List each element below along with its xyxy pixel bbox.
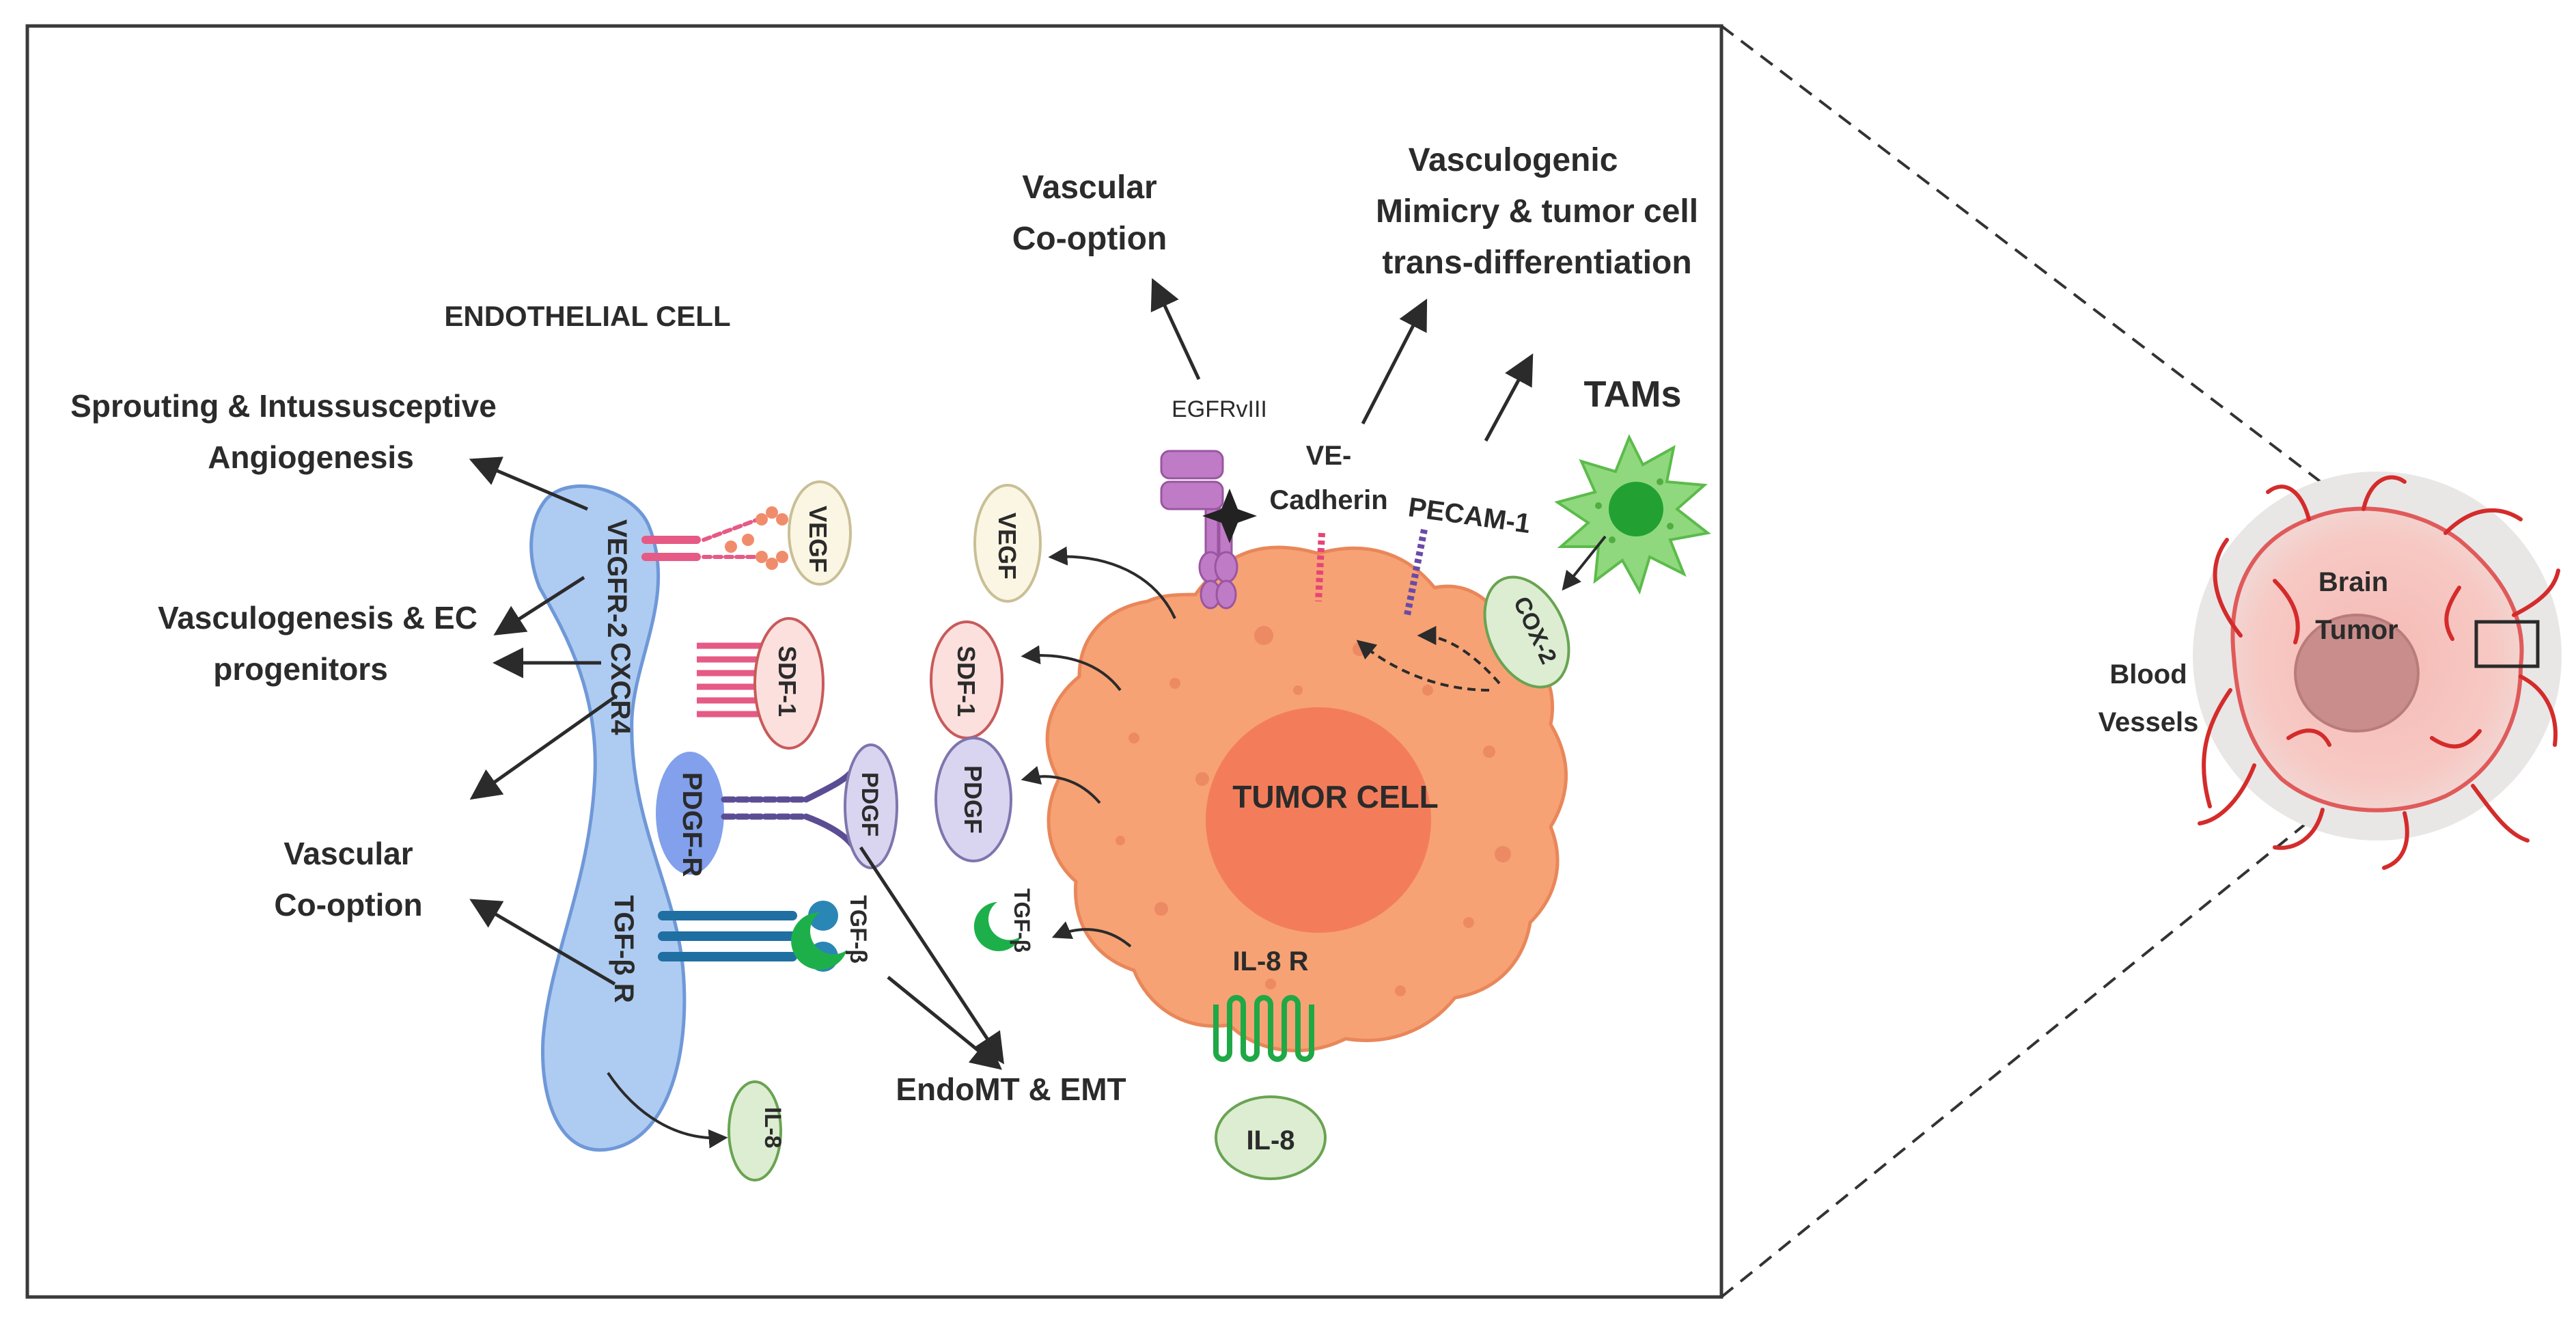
vasculogenesis-text-1: Vasculogenesis & EC: [158, 600, 477, 636]
il8-tc-label: IL-8: [1246, 1125, 1294, 1156]
endomt-text: EndoMT & EMT: [896, 1071, 1126, 1107]
brain-tumor-inset: Brain Tumor Blood Vessels: [2099, 472, 2562, 870]
vegf-ligand-tc: [973, 484, 1042, 603]
sprouting-text-2: Angiogenesis: [208, 439, 414, 475]
cooption-top-text-2: Co-option: [1012, 221, 1167, 257]
tgfb-ligand-ec: [791, 912, 847, 970]
tumor-core: [2294, 614, 2420, 733]
cox2-to-pecam-arrow: [1417, 626, 1501, 685]
tumor-vesicles: [1116, 626, 1511, 996]
sdf1-secretion-arrow: [1021, 645, 1122, 692]
endothelial-cell-label: ENDOTHELIAL CELL: [444, 300, 730, 332]
cooption-left-text-1: Vascular: [283, 836, 413, 871]
vegfr2-label: VEGFR-2: [602, 519, 632, 638]
egfrviii-label: EGFRvIII: [1172, 396, 1267, 422]
vegfr2-receptor: [725, 506, 788, 570]
tgfbr-label: TGF-β R: [609, 895, 639, 1003]
cooption-top-text-1: Vascular: [1022, 169, 1157, 206]
sdf1-ligand-ec: [753, 617, 825, 750]
pdgf-secretion-arrow: [1021, 765, 1101, 804]
pdgfr-label: PDGF-R: [677, 772, 707, 877]
pdgf-ligand-tc: [934, 737, 1012, 862]
cooption-left-text-2: Co-option: [274, 887, 422, 923]
mimicry-text-2: Mimicry & tumor cell: [1376, 193, 1698, 230]
il8-ec-label: IL-8: [760, 1107, 786, 1148]
cooption-left-arrow-2: [469, 899, 616, 986]
tgfb-secretion-arrow: [1051, 921, 1132, 948]
tgfb-ligand-tc: [973, 902, 1021, 951]
il8-secretion-arrow: [607, 1071, 728, 1149]
vegfr2-receptor: [641, 517, 760, 561]
cox2-enzyme: [1483, 575, 1570, 689]
mimicry-text-1: Vasculogenic: [1409, 142, 1618, 178]
ve-cadherin-label-1: VE-: [1306, 441, 1352, 471]
pdgf-ligand-ec: [844, 743, 898, 869]
zoom-line-bottom: [1720, 665, 2502, 1298]
sdf1-tc-label: SDF-1: [952, 646, 980, 717]
zoom-region-box: [2474, 620, 2540, 668]
endothelial-nucleus: [656, 752, 724, 875]
ve-cadherin-label-2: Cadherin: [1269, 485, 1387, 515]
endomt-arrow-1: [859, 846, 1004, 1065]
tams-label: TAMs: [1584, 374, 1682, 415]
il8-ligand-tc: [1215, 1095, 1327, 1180]
pdgf-tc-label: PDGF: [959, 765, 987, 834]
egfrviii-receptor: [1160, 450, 1238, 610]
ve-cadherin-protein: [1315, 532, 1325, 602]
blood-label: Blood: [2109, 659, 2187, 689]
tgfb-ec-label: TGF-β: [845, 895, 871, 964]
vegf-ec-label: VEGF: [804, 506, 832, 573]
tam-nucleus: [1609, 482, 1663, 536]
vessels-label: Vessels: [2099, 707, 2199, 737]
vegf-secretion-arrow: [1048, 546, 1176, 619]
tam-granules: [1595, 478, 1674, 543]
tam-to-cox2-arrow: [1562, 535, 1607, 591]
cox2-to-vecadherin-arrow: [1356, 640, 1490, 692]
vasculogenesis-arrow-1: [493, 575, 585, 636]
sprouting-arrow: [469, 456, 588, 511]
blood-vessels: [2198, 475, 2560, 870]
cooption-left-arrow-1: [469, 695, 616, 800]
tgfbr-receptor: [658, 911, 797, 961]
vegf-ligand-ec: [788, 480, 852, 586]
mimicry-arrow-2: [1484, 353, 1534, 442]
mimicry-arrow-1: [1361, 298, 1428, 425]
tgfb-tc-label: TGF-β: [1010, 888, 1034, 953]
cxcr4-label: CXCR4: [605, 642, 635, 735]
brain-label: Brain: [2318, 567, 2388, 597]
endothelial-cell-body: [529, 484, 687, 1152]
sdf1-ec-label: SDF-1: [773, 646, 801, 717]
vegf-tc-label: VEGF: [993, 513, 1021, 579]
il8r-label: IL-8 R: [1232, 946, 1308, 976]
sprouting-text-1: Sprouting & Intussusceptive: [70, 388, 497, 424]
endomt-arrow-2: [887, 976, 1002, 1070]
vasculogenesis-text-2: progenitors: [213, 651, 388, 687]
pdgf-ec-label: PDGF: [857, 772, 883, 836]
tumor-label: Tumor: [2315, 615, 2398, 645]
mimicry-text-3: trans-differentiation: [1382, 245, 1691, 281]
cooption-top-arrow: [1150, 277, 1201, 381]
tumor-cell-label: TUMOR CELL: [1232, 779, 1439, 815]
il8r-receptor: [1213, 995, 1314, 1062]
egfrviii-star-icon: [1202, 489, 1257, 543]
tumor-nucleus: [1206, 707, 1431, 933]
il8-ligand-ec: [728, 1080, 782, 1181]
